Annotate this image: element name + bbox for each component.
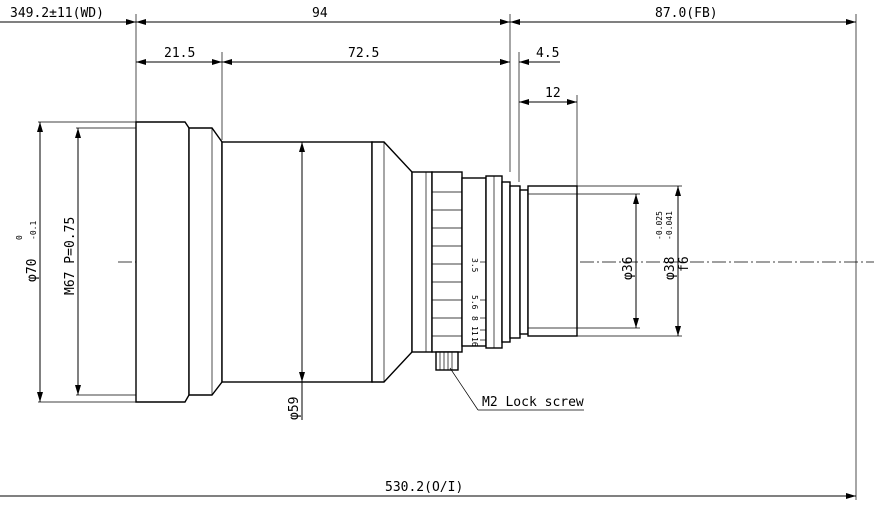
lens-body: [135, 121, 578, 403]
outer-diameter-label: φ70: [25, 259, 40, 282]
flange-back-dimension: 87.0(FB): [655, 6, 718, 21]
lock-screw-leader: [449, 367, 584, 411]
total-length-dimension: 94: [312, 6, 328, 21]
dimension-row-second: [136, 59, 560, 65]
mount-length-dim: [519, 99, 577, 105]
f-stop-label: 16: [470, 337, 479, 347]
object-to-image-dimension: 530.2(O/I): [385, 480, 463, 495]
mount-outer-diameter-label: φ38: [663, 257, 678, 280]
rear-step-dimension: 4.5: [536, 46, 559, 61]
fit-class-label: f6: [677, 256, 692, 272]
f-stop-label: 3.5: [470, 258, 479, 273]
aperture-ticks: [480, 261, 486, 341]
knurl-lines: [432, 191, 462, 337]
mount-outer-tol-lower: -0.041: [665, 211, 674, 240]
f-stop-label: 11: [470, 326, 479, 336]
front-section-dimension: 21.5: [164, 46, 195, 61]
dimension-row-top: [0, 19, 856, 25]
diameter-dimension-lines: [37, 121, 682, 420]
f-stop-label: 5.6: [470, 295, 479, 310]
barrel-diameter-label: φ59: [287, 397, 302, 420]
mount-length-dimension: 12: [545, 86, 561, 101]
wd-dimension: 349.2±11(WD): [10, 6, 104, 21]
extension-lines: [135, 14, 857, 500]
mid-section-dimension: 72.5: [348, 46, 379, 61]
outer-diameter-tol-upper: 0: [15, 235, 24, 240]
f-stop-label: 8: [470, 316, 479, 321]
outer-diameter-tol-lower: -0.1: [29, 221, 38, 240]
aperture-scale: 3.5 5.6 8 11 16: [470, 258, 479, 347]
lock-screw-callout: M2 Lock screw: [482, 395, 584, 410]
mount-inner-diameter-label: φ36: [621, 257, 636, 280]
filter-thread-label: M67 P=0.75: [63, 217, 78, 295]
dimension-row-bottom: [0, 493, 856, 499]
mount-outer-tol-upper: -0.025: [655, 211, 664, 240]
